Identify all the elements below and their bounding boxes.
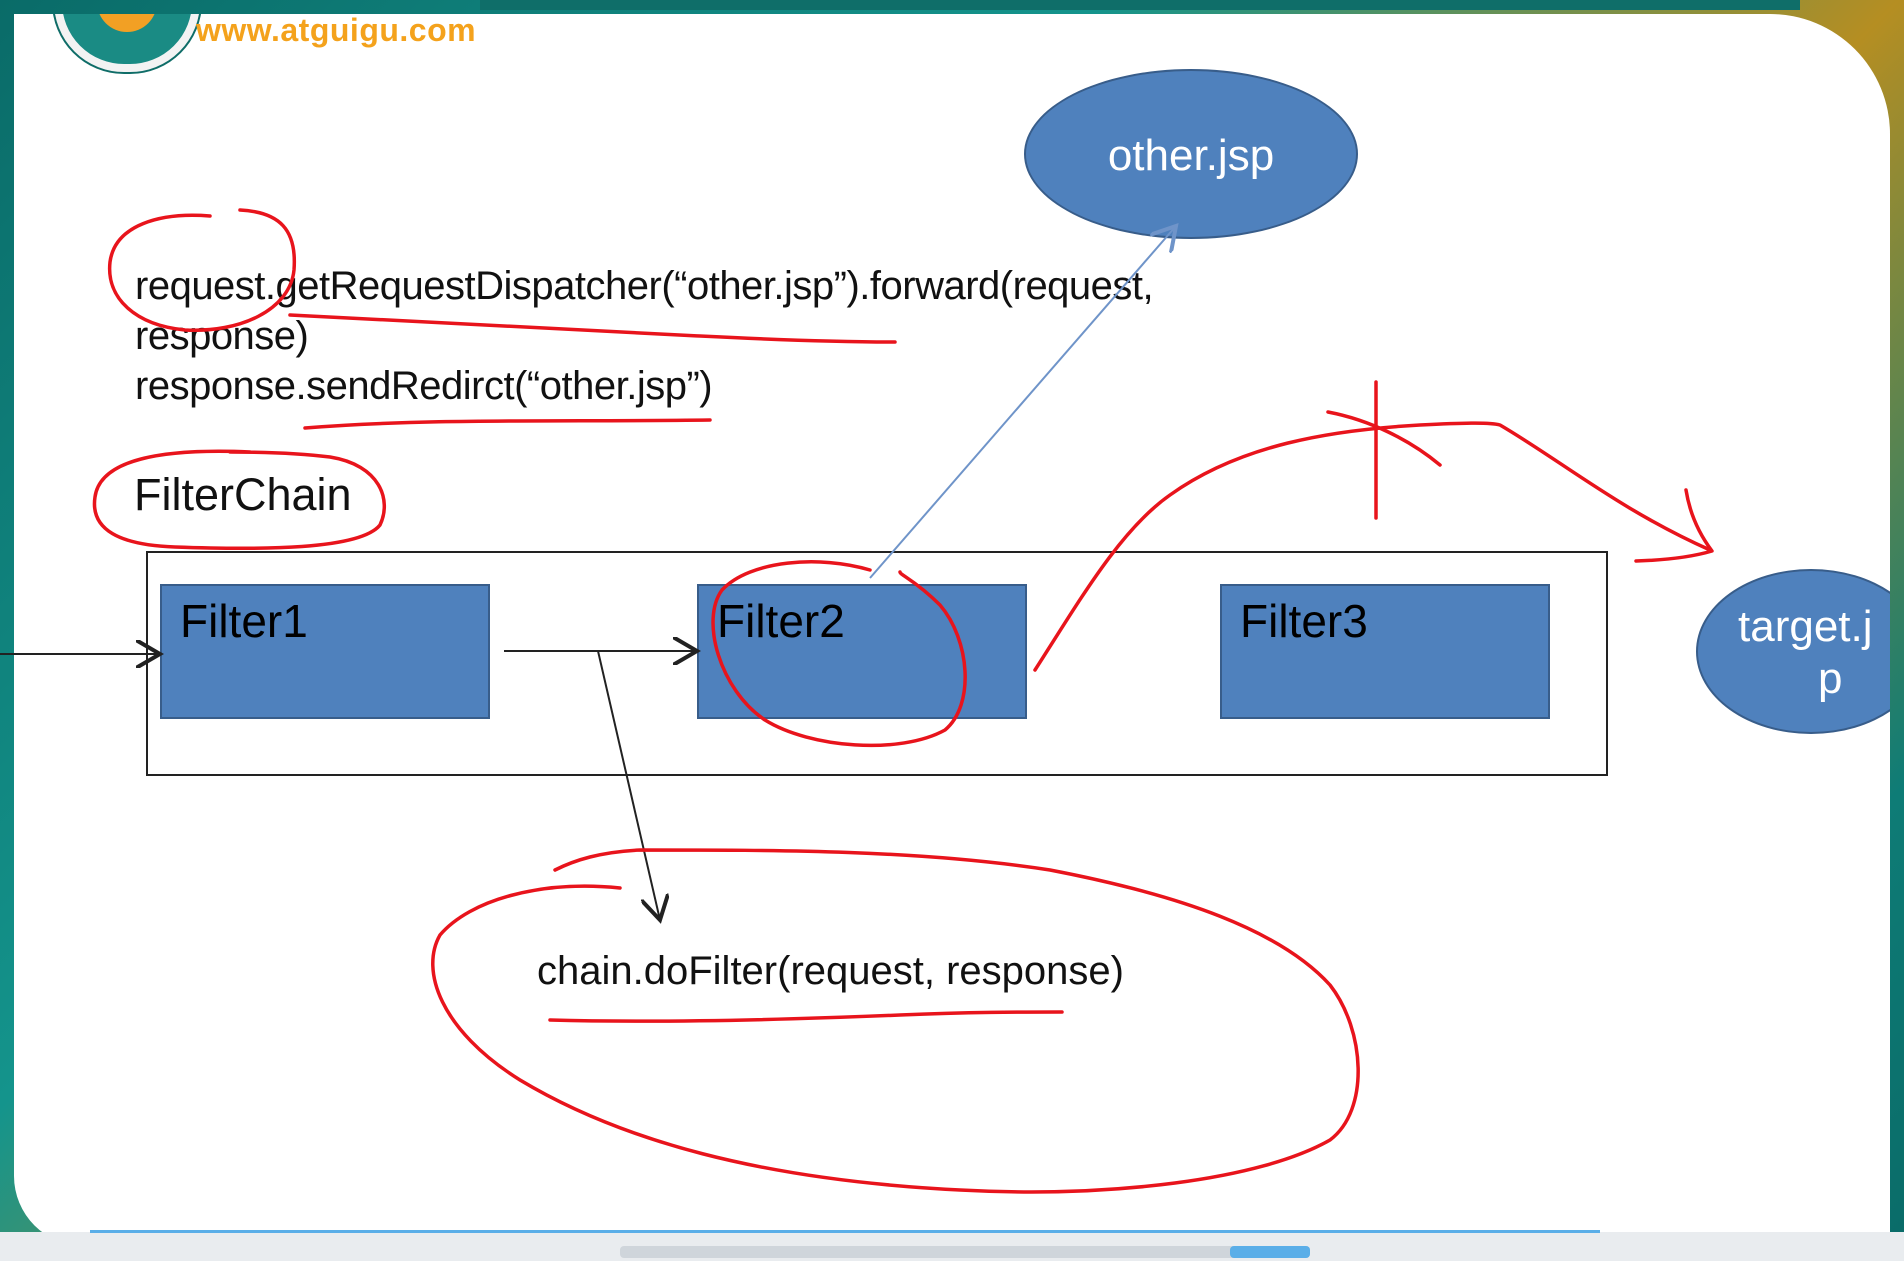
top-decorative-bar [480,0,1800,10]
target-jsp-label-line1: target.j [1738,602,1873,651]
filter3-box: Filter3 [1220,584,1550,719]
target-jsp-node: target.j p [1696,569,1890,734]
bottom-scroll-track[interactable] [620,1246,1310,1258]
filter1-box: Filter1 [160,584,490,719]
filter2-box: Filter2 [697,584,1027,719]
dofilter-call-text: chain.doFilter(request, response) [537,949,1124,993]
filter2-label: Filter2 [717,595,845,647]
filter-chain-label: FilterChain [134,469,352,520]
filter3-label: Filter3 [1240,595,1368,647]
bottom-progress-line [90,1230,1600,1233]
filter1-label: Filter1 [180,595,308,647]
logo-text: www.atguigu.com [196,14,477,48]
logo-icon [54,14,200,72]
code-redirect-line: response.sendRedirct(“other.jsp”) [135,364,713,408]
other-jsp-node: other.jsp [1024,69,1358,239]
code-forward-line-cont: response) [135,314,309,358]
other-jsp-label: other.jsp [1107,131,1275,180]
code-forward-line: request.getRequestDispatcher(“other.jsp”… [135,264,1154,308]
logo-inner-icon [97,14,157,32]
target-jsp-label-line2: p [1818,654,1843,703]
slide-canvas: www.atguigu.com request.getRequestDispat… [14,14,1890,1246]
bottom-scroll-thumb[interactable] [1230,1246,1310,1258]
